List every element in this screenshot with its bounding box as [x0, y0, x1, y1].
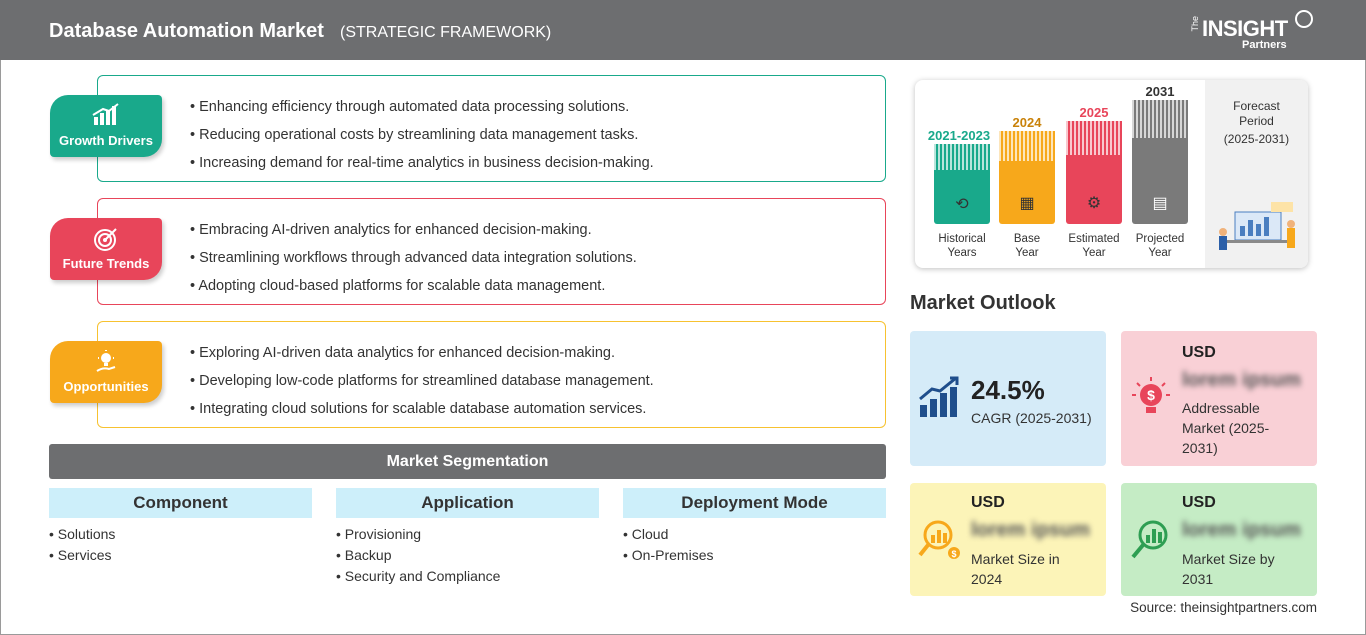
size2031-currency: USD	[1182, 494, 1216, 511]
timeline-year: 2025	[1079, 105, 1109, 120]
timeline-label: Estimated Year	[1060, 232, 1128, 260]
timeline-label-line: Projected	[1135, 233, 1185, 245]
timeline-label-line: Years	[947, 247, 977, 259]
insight-partners-logo: The INSIGHT Partners	[1190, 10, 1320, 54]
dollar-bulb-icon: $	[1129, 375, 1173, 428]
badge-label: Growth Drivers	[59, 133, 153, 148]
logo-partners: Partners	[1242, 39, 1287, 51]
lightbulb-hand-icon	[50, 349, 162, 380]
timeline-bar-base: ▦	[999, 131, 1055, 224]
target-icon	[50, 226, 162, 257]
future-trends-box: Embracing AI-driven analytics for enhanc…	[97, 198, 886, 305]
segment-heading: Application	[336, 488, 599, 518]
cagr-label: CAGR (2025-2031)	[971, 410, 1092, 426]
timeline-label-line: Year	[1082, 247, 1106, 259]
size2024-currency: USD	[971, 494, 1005, 511]
history-icon: ⟲	[955, 196, 969, 213]
list-item: Enhancing efficiency through automated d…	[190, 93, 654, 121]
analyst-workstation-icon	[1213, 198, 1301, 259]
size2031-value: lorem ipsum	[1182, 519, 1301, 541]
list-item: Solutions	[49, 524, 312, 545]
timeline-label-line: Year	[1015, 247, 1039, 259]
addressable-value: lorem ipsum	[1182, 369, 1301, 391]
growth-chart-icon	[918, 375, 962, 428]
list-item: Adopting cloud-based platforms for scala…	[190, 272, 637, 300]
forecast-period: Period	[1239, 114, 1274, 128]
list-item: Increasing demand for real-time analytic…	[190, 149, 654, 177]
growth-drivers-badge: Growth Drivers	[50, 95, 162, 157]
market-outlook-title: Market Outlook	[910, 292, 1056, 314]
timeline-year: 2024	[1012, 115, 1042, 130]
segment-heading: Deployment Mode	[623, 488, 886, 518]
segmentation-title: Market Segmentation	[49, 444, 886, 479]
segment-column-deployment-mode: Deployment Mode Cloud On-Premises	[623, 488, 886, 566]
growth-drivers-box: Enhancing efficiency through automated d…	[97, 75, 886, 182]
source-note: Source: theinsightpartners.com	[1130, 600, 1317, 615]
timeline-bar-projected: ▤	[1132, 100, 1188, 224]
list-item: Security and Compliance	[336, 566, 599, 587]
svg-text:$: $	[951, 549, 956, 559]
list-item: Backup	[336, 545, 599, 566]
opportunities-list: Exploring AI-driven data analytics for e…	[190, 339, 654, 423]
cagr-card: 24.5% CAGR (2025-2031)	[910, 331, 1106, 466]
list-item: Reducing operational costs by streamlini…	[190, 121, 654, 149]
logo-the: The	[1190, 16, 1200, 32]
size2024-value: lorem ipsum	[971, 519, 1090, 541]
future-trends-badge: Future Trends	[50, 218, 162, 280]
header-bar: Database Automation Market (STRATEGIC FR…	[0, 0, 1366, 60]
timeline-bar-estimated: ⚙	[1066, 121, 1122, 224]
segment-column-application: Application Provisioning Backup Security…	[336, 488, 599, 587]
presentation-chart-icon: ▤	[1152, 195, 1168, 212]
list-item: Developing low-code platforms for stream…	[190, 367, 654, 395]
cagr-value: 24.5%	[971, 375, 1045, 405]
segment-column-component: Component Solutions Services	[49, 488, 312, 566]
future-trends-list: Embracing AI-driven analytics for enhanc…	[190, 216, 637, 300]
opportunities-box: Exploring AI-driven data analytics for e…	[97, 321, 886, 428]
list-item: Provisioning	[336, 524, 599, 545]
timeline-label-line: Year	[1148, 247, 1172, 259]
size2031-label: Market Size by 2031	[1182, 551, 1275, 587]
forecast-panel: Forecast Period (2025-2031)	[1205, 80, 1308, 268]
timeline-year: 2031	[1145, 84, 1175, 99]
list-item: Cloud	[623, 524, 886, 545]
page-subtitle: (STRATEGIC FRAMEWORK)	[340, 24, 552, 41]
list-item: Embracing AI-driven analytics for enhanc…	[190, 216, 637, 244]
magnifier-chart-icon: $	[918, 517, 964, 572]
timeline-bar-historical: ⟲	[934, 144, 990, 224]
timeline-year: 2021-2023	[927, 128, 991, 143]
page-title: Database Automation Market	[49, 20, 324, 42]
segment-heading: Component	[49, 488, 312, 518]
growth-drivers-list: Enhancing efficiency through automated d…	[190, 93, 654, 177]
calendar-icon: ▦	[1019, 195, 1035, 212]
list-item: Integrating cloud solutions for scalable…	[190, 395, 654, 423]
addressable-currency: USD	[1182, 344, 1216, 361]
market-size-2024-card: USD lorem ipsum $ Market Size in 2024	[910, 483, 1106, 596]
timeline-label-line: Base	[1013, 233, 1041, 245]
opportunities-badge: Opportunities	[50, 341, 162, 403]
forecast-title: Forecast	[1233, 99, 1280, 113]
list-item: Exploring AI-driven data analytics for e…	[190, 339, 654, 367]
forecast-range: (2025-2031)	[1223, 132, 1290, 146]
timeline-label-line: Estimated	[1068, 233, 1120, 245]
timeline-label: Historical Years	[923, 232, 1001, 260]
badge-label: Opportunities	[63, 379, 149, 394]
addressable-market-card: USD lorem ipsum $ Addressable Market (20…	[1121, 331, 1317, 466]
list-item: Services	[49, 545, 312, 566]
badge-label: Future Trends	[62, 256, 150, 271]
list-item: On-Premises	[623, 545, 886, 566]
list-item: Streamlining workflows through advanced …	[190, 244, 637, 272]
logo-ring-icon	[1295, 10, 1313, 28]
size2024-label: Market Size in 2024	[971, 551, 1060, 587]
addressable-label: Addressable Market (2025-2031)	[1182, 400, 1270, 456]
timeline-label: Projected Year	[1127, 232, 1193, 260]
market-size-2031-card: USD lorem ipsum Market Size by 2031	[1121, 483, 1317, 596]
estimate-gears-icon: ⚙	[1086, 195, 1102, 212]
timeline-label-line: Historical	[938, 233, 986, 245]
timeline-card: Forecast Period (2025-2031) 2021-2023 ⟲ …	[915, 80, 1308, 268]
bar-chart-growth-icon	[50, 103, 162, 132]
magnifier-chart-icon	[1129, 517, 1175, 572]
svg-text:$: $	[1147, 387, 1155, 403]
logo-insight: INSIGHT	[1202, 16, 1288, 41]
timeline-label: Base Year	[997, 232, 1057, 260]
